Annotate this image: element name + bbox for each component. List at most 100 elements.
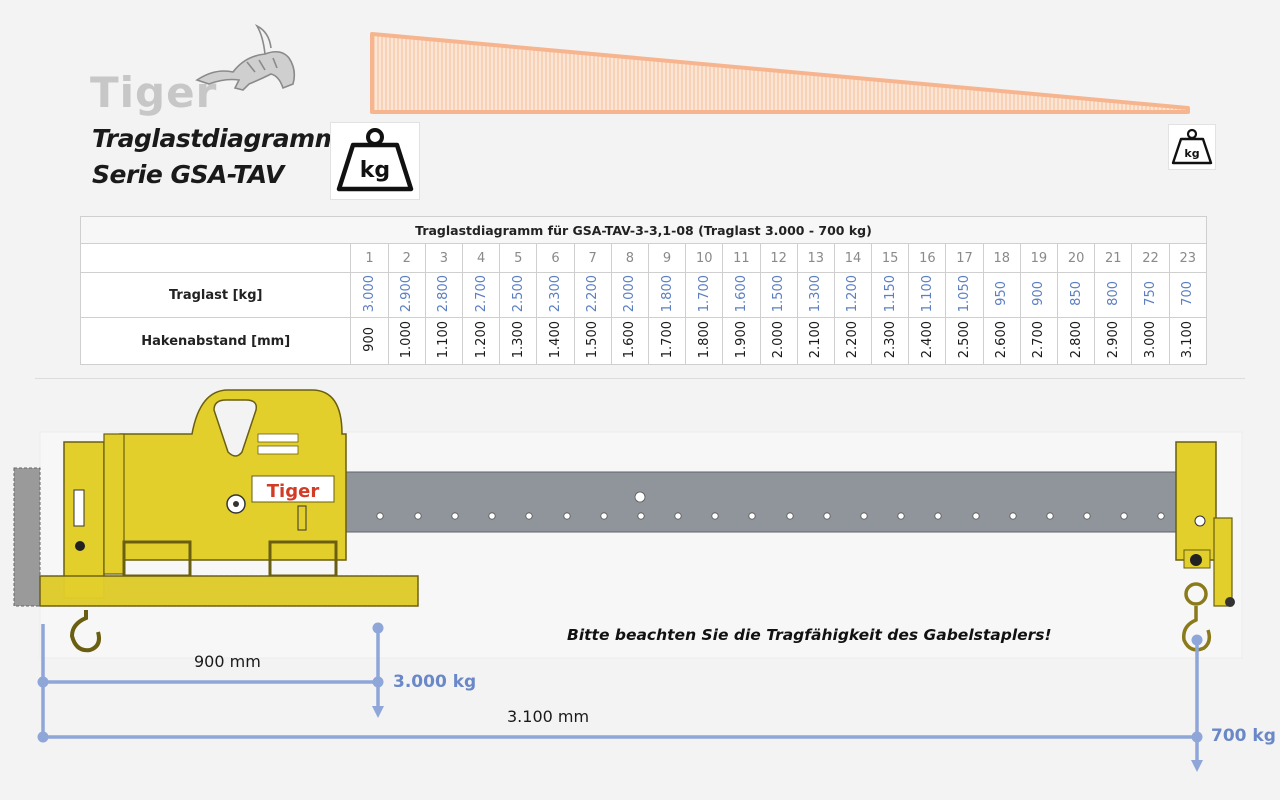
distance-cell: 3.000 [1131, 317, 1170, 365]
load-cell: 1.600 [722, 272, 761, 318]
position-label-cell [79, 243, 352, 273]
distance-value: 2.400 [919, 320, 935, 359]
distance-cell: 2.600 [982, 317, 1021, 365]
load-cell: 900 [1019, 272, 1059, 318]
load-cell: 2.000 [610, 272, 649, 318]
distance-cell: 3.100 [1168, 317, 1208, 365]
load-value: 2.300 [547, 274, 563, 313]
position-cell: 15 [871, 243, 910, 273]
brand-logo-text: Tiger [90, 68, 218, 117]
load-value: 1.800 [659, 274, 675, 313]
distance-value: 3.000 [1142, 320, 1158, 359]
position-cell: 23 [1168, 243, 1208, 273]
position-cell: 16 [908, 243, 947, 273]
distance-value: 2.300 [882, 320, 898, 359]
load-value: 2.000 [622, 274, 638, 313]
min-distance-label: 900 mm [194, 652, 261, 671]
load-cell: 2.200 [573, 272, 612, 318]
load-value: 700 [1180, 281, 1196, 306]
load-value: 1.100 [919, 274, 935, 313]
distance-cell: 2.400 [908, 317, 947, 365]
position-cell: 4 [461, 243, 501, 273]
distance-value: 2.800 [1068, 320, 1084, 359]
load-cell: 2.800 [424, 272, 464, 318]
distance-value: 1.400 [547, 320, 563, 359]
table-caption: Traglastdiagramm für GSA-TAV-3-3,1-08 (T… [80, 216, 1207, 244]
position-cell: 12 [759, 243, 798, 273]
distance-value: 900 [362, 327, 378, 352]
load-value: 2.900 [399, 274, 415, 313]
right-hook-icon [1182, 582, 1212, 652]
position-cell: 11 [722, 243, 761, 273]
weight-label-big: kg [360, 158, 390, 183]
min-distance-load-label: 3.000 kg [393, 672, 477, 692]
distance-cell: 1.700 [647, 317, 687, 365]
forklift-capacity-note: Bitte beachten Sie die Tragfähigkeit des… [567, 626, 1052, 644]
distance-value: 1.500 [585, 320, 601, 359]
load-value: 1.050 [957, 274, 973, 313]
position-cell: 17 [945, 243, 984, 273]
position-cell: 6 [536, 243, 575, 273]
load-table: Traglastdiagramm für GSA-TAV-3-3,1-08 (T… [79, 216, 1208, 365]
load-cell: 1.700 [685, 272, 724, 318]
divider [35, 378, 1245, 379]
max-distance-label: 3.100 mm [507, 707, 590, 726]
distance-cell: 2.800 [1056, 317, 1096, 365]
load-cell: 700 [1168, 272, 1208, 318]
position-cell: 20 [1056, 243, 1096, 273]
distance-value: 1.000 [399, 320, 415, 359]
distance-value: 1.300 [510, 320, 526, 359]
load-value: 850 [1068, 281, 1084, 306]
load-value: 1.200 [845, 274, 861, 313]
distance-cell: 1.800 [685, 317, 724, 365]
position-cell: 13 [796, 243, 835, 273]
distance-value: 1.700 [659, 320, 675, 359]
position-cell: 22 [1131, 243, 1170, 273]
load-cell: 2.900 [387, 272, 426, 318]
load-cell: 850 [1056, 272, 1096, 318]
position-cell: 7 [573, 243, 612, 273]
distance-value: 2.100 [808, 320, 824, 359]
distance-cell: 1.100 [424, 317, 464, 365]
distance-value: 3.100 [1180, 320, 1196, 359]
distance-cell: 1.300 [499, 317, 538, 365]
load-value: 2.200 [585, 274, 601, 313]
beam-brand-label: Tiger [267, 481, 320, 502]
position-cell: 19 [1019, 243, 1059, 273]
distance-cell: 2.000 [759, 317, 798, 365]
distance-cell: 2.300 [871, 317, 910, 365]
distance-value: 1.200 [473, 320, 489, 359]
load-cell: 1.050 [945, 272, 984, 318]
distance-cell: 1.600 [610, 317, 649, 365]
distance-cell: 1.900 [722, 317, 761, 365]
load-cell: 1.300 [796, 272, 835, 318]
weight-icon-small: kg [1168, 124, 1216, 170]
left-hook-icon [69, 610, 101, 653]
position-cell: 8 [610, 243, 649, 273]
distance-value: 2.900 [1105, 320, 1121, 359]
load-cell: 2.500 [499, 272, 538, 318]
load-value: 2.800 [436, 274, 452, 313]
distance-cell: 1.400 [536, 317, 575, 365]
load-value: 750 [1142, 281, 1158, 306]
distance-value: 2.000 [771, 320, 787, 359]
distance-value: 2.700 [1031, 320, 1047, 359]
load-value: 1.700 [696, 274, 712, 313]
load-value: 2.500 [510, 274, 526, 313]
distance-cell: 2.500 [945, 317, 984, 365]
distance-cell: 900 [350, 317, 389, 365]
load-cell: 1.800 [647, 272, 687, 318]
load-cell: 1.500 [759, 272, 798, 318]
distance-value: 2.500 [957, 320, 973, 359]
load-label: Traglast [kg] [79, 272, 352, 318]
beam-holes [376, 491, 1165, 520]
load-cell: 2.700 [461, 272, 501, 318]
page-subtitle: Serie GSA-TAV [92, 160, 284, 189]
load-wedge [370, 32, 1190, 114]
weight-icon: kg [330, 122, 420, 200]
position-cell: 5 [499, 243, 538, 273]
spreader-beam-drawing: Tiger [13, 389, 1243, 772]
position-cell: 1 [350, 243, 389, 273]
